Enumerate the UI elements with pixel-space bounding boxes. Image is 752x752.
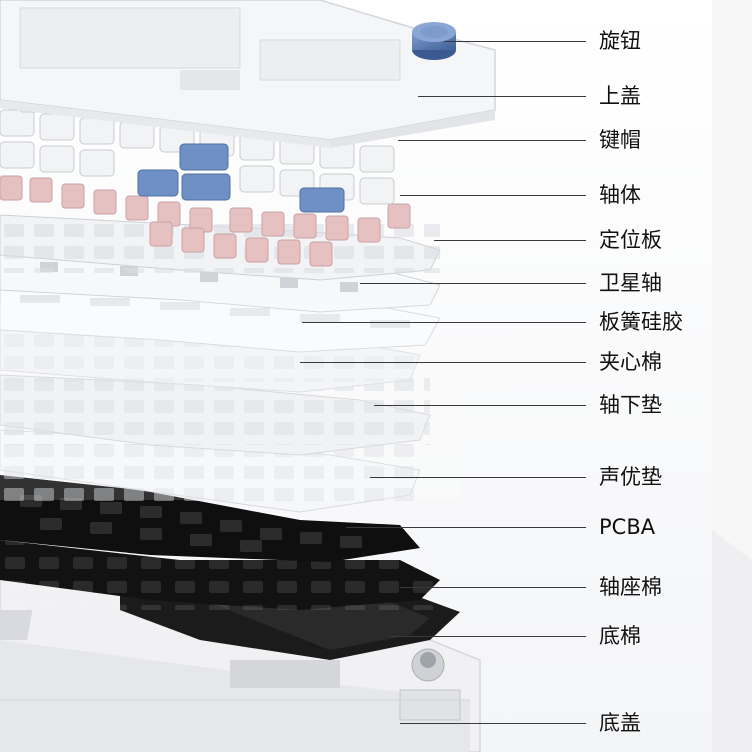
leader-line-bottom-foam [390, 636, 586, 637]
bottom-case-layer [0, 559, 481, 752]
top-case-layer [0, 0, 496, 148]
leader-line-sandwich-foam [300, 362, 586, 363]
leader-line-keycaps [398, 140, 586, 141]
label-keycaps: 键帽 [599, 128, 641, 152]
leader-line-pcba [346, 527, 586, 528]
label-switch-underpad: 轴下垫 [599, 393, 662, 417]
label-leaf-spring-silicone: 板簧硅胶 [599, 310, 683, 334]
leader-line-switch-foam [400, 587, 586, 588]
leader-line-stabilizers [360, 283, 586, 284]
knob [412, 22, 456, 60]
label-acoustic-pad: 声优垫 [599, 465, 662, 489]
label-knob: 旋钮 [599, 29, 641, 53]
leader-line-bottom-case [400, 723, 586, 724]
label-sandwich-foam: 夹心棉 [599, 350, 662, 374]
label-switch-foam: 轴座棉 [599, 575, 662, 599]
label-bottom-foam: 底棉 [599, 624, 641, 648]
leader-line-switch-underpad [374, 405, 586, 406]
label-pcba: PCBA [599, 515, 656, 539]
leader-line-leaf-spring-silicone [302, 322, 586, 323]
keycap-layer [0, 97, 395, 213]
leader-line-switches [400, 195, 586, 196]
leader-line-plate [434, 240, 586, 241]
leader-line-knob [444, 41, 586, 42]
label-stabilizers: 卫星轴 [599, 271, 662, 295]
label-bottom-case: 底盖 [599, 711, 641, 735]
leader-line-top-case [418, 96, 586, 97]
switch-layer [0, 175, 411, 267]
leader-line-acoustic-pad [370, 477, 586, 478]
label-plate: 定位板 [599, 228, 662, 252]
label-top-case: 上盖 [599, 84, 641, 108]
label-switches: 轴体 [599, 183, 641, 207]
